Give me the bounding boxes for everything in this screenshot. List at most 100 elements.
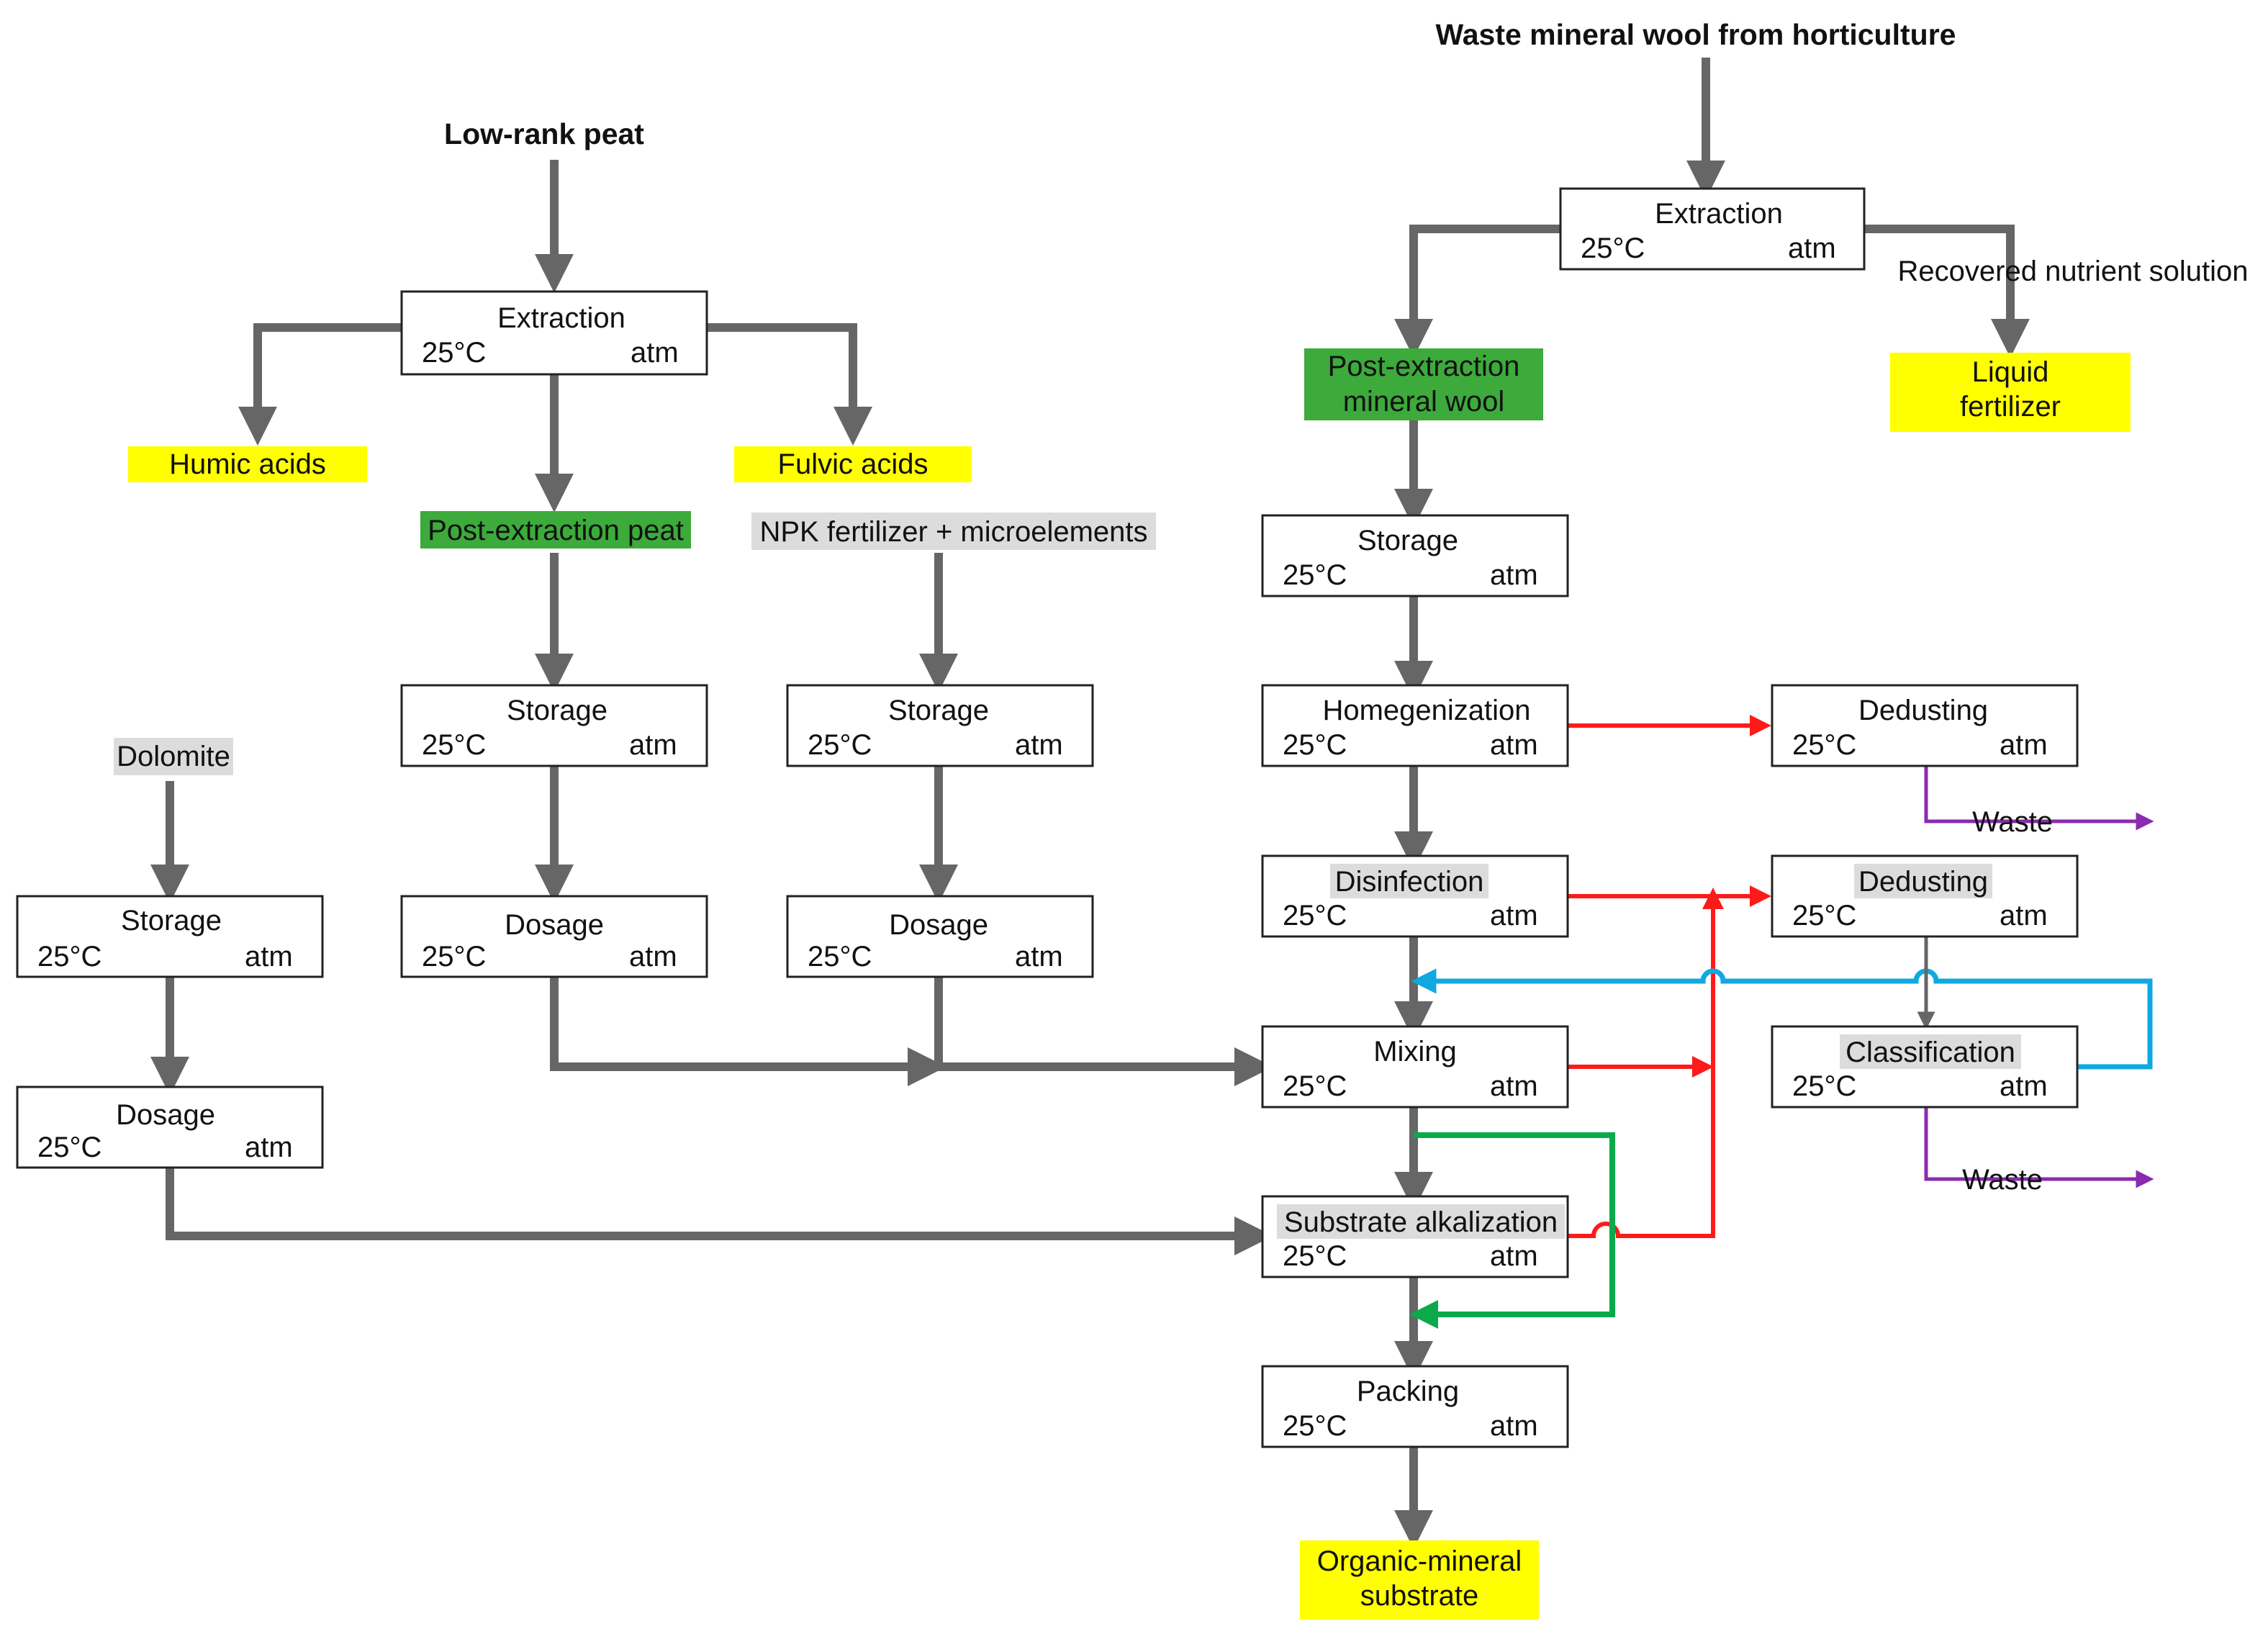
box-dosage-peat: Dosage 25°C atm xyxy=(400,895,708,978)
label-fulvic-acids: Fulvic acids xyxy=(734,446,972,482)
dust-flow-arrows xyxy=(1566,715,1771,1238)
label-organic-mineral-substrate: Organic-mineral substrate xyxy=(1300,1540,1539,1620)
box-temperature: 25°C xyxy=(1283,559,1347,591)
box-mixing: Mixing 25°C atm xyxy=(1261,1025,1569,1109)
packing-frame xyxy=(1261,1365,1569,1448)
humic-acids-highlight xyxy=(128,446,367,482)
box-temperature: 25°C xyxy=(1283,1240,1347,1272)
box-temperature: 25°C xyxy=(422,941,486,972)
box-temperature: 25°C xyxy=(1792,1070,1856,1102)
box-substrate-alkalization: Substrate alkalization 25°C atm xyxy=(1261,1195,1569,1278)
box-pressure: atm xyxy=(2000,900,2048,931)
box-dosage-npk: Dosage 25°C atm xyxy=(786,895,1094,978)
dosage-npk-frame xyxy=(786,895,1094,978)
box-pressure: atm xyxy=(631,337,679,369)
dolomite-highlight xyxy=(114,738,233,775)
dosage-dolomite-frame xyxy=(16,1085,324,1169)
box-temperature: 25°C xyxy=(1283,1070,1347,1102)
box-pressure: atm xyxy=(245,1132,293,1163)
extraction-wool-frame xyxy=(1559,187,1866,271)
mixing-frame xyxy=(1261,1025,1569,1109)
main-flow-arrows xyxy=(150,58,2030,1549)
box-title: Dosage xyxy=(889,909,988,941)
extraction-peat-frame xyxy=(400,290,708,376)
dolomite-text: Dolomite xyxy=(117,741,230,772)
purple-arrow-waste-2 xyxy=(1924,1106,2154,1188)
box-extraction-peat: Extraction 25°C atm xyxy=(400,290,708,376)
storage-peat-frame xyxy=(400,684,708,767)
box-title: Classification xyxy=(1845,1037,2015,1068)
source-waste-mineral-wool: Waste mineral wool from horticulture xyxy=(1436,18,1956,51)
label-post-extraction-peat: Post-extraction peat xyxy=(420,511,691,549)
storage-npk-frame xyxy=(786,684,1094,767)
box-temperature: 25°C xyxy=(1792,729,1856,761)
box-storage-peat: Storage 25°C atm xyxy=(400,684,708,767)
blue-arrow-classification-return xyxy=(1411,968,2153,1070)
box-pressure: atm xyxy=(1490,1240,1538,1272)
humic-acids-text: Humic acids xyxy=(169,448,326,480)
box-classification: Classification 25°C atm xyxy=(1771,1025,2079,1109)
box-storage-npk: Storage 25°C atm xyxy=(786,684,1094,767)
label-npk-fertilizer: NPK fertilizer + microelements xyxy=(751,513,1156,550)
arrow-dosage-peat-to-junction xyxy=(550,975,946,1086)
box-disinfection: Disinfection 25°C atm xyxy=(1261,854,1569,938)
arrow-extraction-to-humic xyxy=(238,323,402,446)
arrow-extraction-to-post-wool xyxy=(1394,225,1560,358)
fulvic-acids-text: Fulvic acids xyxy=(778,448,929,480)
box-storage-dolomite: Storage 25°C atm xyxy=(16,895,324,978)
box-title: Dedusting xyxy=(1858,866,1988,898)
disinfection-title-highlight xyxy=(1330,864,1488,898)
box-title: Storage xyxy=(888,695,989,726)
box-temperature: 25°C xyxy=(422,729,486,761)
fulvic-acids-highlight xyxy=(734,446,972,482)
box-title: Disinfection xyxy=(1335,866,1484,898)
box-dosage-dolomite: Dosage 25°C atm xyxy=(16,1085,324,1169)
box-title: Dedusting xyxy=(1858,695,1988,726)
label-waste-1: Waste xyxy=(1972,806,2053,838)
product-highlight xyxy=(1300,1540,1539,1620)
label-humic-acids: Humic acids xyxy=(128,446,367,482)
box-temperature: 25°C xyxy=(1581,233,1645,264)
box-temperature: 25°C xyxy=(1283,1410,1347,1442)
waste-arrows xyxy=(1924,765,2154,1188)
arrow-extraction-to-liquid xyxy=(1864,225,2030,358)
box-title: Substrate alkalization xyxy=(1284,1206,1558,1238)
box-title: Extraction xyxy=(497,302,625,334)
post-extraction-wool-text-2: mineral wool xyxy=(1343,386,1505,417)
liquid-fertilizer-text-1: Liquid xyxy=(1972,356,2049,388)
box-pressure: atm xyxy=(1490,559,1538,591)
arrow-extraction-to-fulvic xyxy=(707,323,872,446)
box-dedusting-2: Dedusting 25°C atm xyxy=(1771,854,2079,938)
post-extraction-wool-highlight xyxy=(1304,348,1543,420)
post-extraction-peat-highlight xyxy=(420,511,691,549)
box-pressure: atm xyxy=(1490,1070,1538,1102)
box-homogenization: Homegenization 25°C atm xyxy=(1261,684,1569,767)
box-pressure: atm xyxy=(245,941,293,972)
box-temperature: 25°C xyxy=(37,941,101,972)
box-pressure: atm xyxy=(629,941,677,972)
box-title: Storage xyxy=(121,905,222,936)
dosage-peat-frame xyxy=(400,895,708,978)
label-liquid-fertilizer: Liquid fertilizer xyxy=(1890,353,2131,432)
liquid-fertilizer-text-2: fertilizer xyxy=(1960,391,2061,423)
box-storage-wool: Storage 25°C atm xyxy=(1261,514,1569,597)
box-pressure: atm xyxy=(1490,1410,1538,1442)
box-temperature: 25°C xyxy=(1283,900,1347,931)
arrow-dosage-dolomite-to-alkalization xyxy=(166,1166,1273,1255)
box-title: Mixing xyxy=(1373,1036,1457,1067)
post-extraction-wool-text-1: Post-extraction xyxy=(1328,351,1520,382)
product-text-2: substrate xyxy=(1360,1580,1479,1612)
npk-highlight xyxy=(751,513,1156,550)
box-title: Homegenization xyxy=(1322,695,1530,726)
box-title: Extraction xyxy=(1655,198,1783,230)
box-packing: Packing 25°C atm xyxy=(1261,1365,1569,1448)
box-pressure: atm xyxy=(2000,729,2048,761)
box-title: Dosage xyxy=(116,1099,215,1131)
box-pressure: atm xyxy=(1490,900,1538,931)
source-low-rank-peat: Low-rank peat xyxy=(444,117,644,150)
box-title: Dosage xyxy=(505,909,604,941)
classification-title-highlight xyxy=(1840,1034,2021,1069)
box-pressure: atm xyxy=(1788,233,1836,264)
product-text-1: Organic-mineral xyxy=(1317,1545,1522,1577)
